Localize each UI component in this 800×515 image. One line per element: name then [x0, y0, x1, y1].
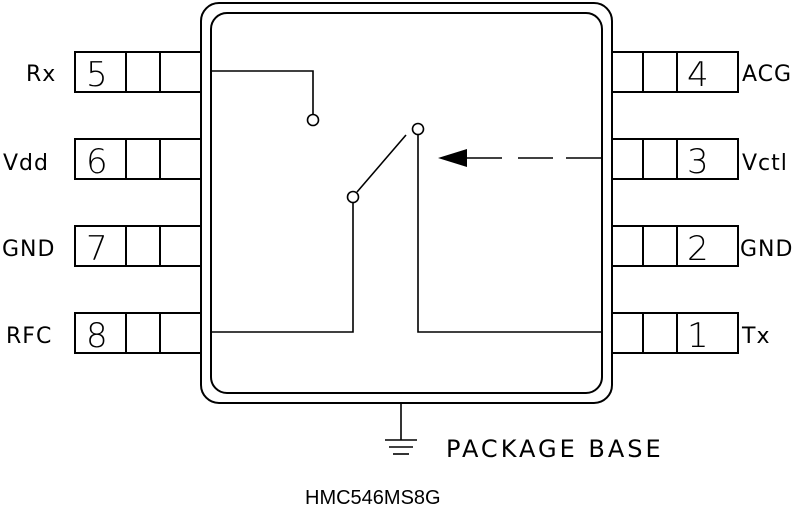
pin-4: 4 ACG — [611, 51, 792, 95]
package-body — [200, 2, 613, 404]
pin-7: 7 GND — [2, 225, 202, 269]
package-inner-outline — [210, 12, 603, 394]
arrowhead — [438, 149, 467, 167]
pin-1-lead — [611, 312, 739, 354]
pin-1: 1 Tx — [611, 312, 770, 356]
arrow-left-icon — [438, 149, 602, 167]
pin-2: 2 GND — [611, 225, 793, 269]
pin-7-label: GND — [2, 237, 55, 262]
rx-trace — [211, 70, 314, 114]
pin-8-label: RFC — [6, 324, 52, 349]
rx-contact — [306, 113, 320, 127]
pin-4-number: 4 — [687, 55, 709, 95]
spdt-switch-icon — [211, 70, 602, 333]
rfc-trace — [211, 203, 354, 333]
pin-8-lead — [74, 312, 202, 354]
pin-7-number: 7 — [86, 229, 108, 269]
pin-4-lead — [611, 51, 739, 93]
pin-3-number: 3 — [687, 142, 709, 182]
pin-1-number: 1 — [687, 316, 709, 356]
right-pins: 4 ACG 3 Vctl 2 GND 1 Tx — [611, 51, 793, 356]
pin-8-number: 8 — [86, 316, 108, 356]
pin-3: 3 Vctl — [611, 138, 788, 182]
pin-5-number: 5 — [86, 55, 108, 95]
package-outer-outline — [200, 2, 613, 404]
pin-5-lead — [74, 51, 202, 93]
tx-contact — [411, 122, 425, 136]
pin-6-lead — [74, 138, 202, 180]
pin-5: 5 Rx — [26, 51, 202, 95]
pin-6-number: 6 — [86, 142, 108, 182]
pin-1-label: Tx — [741, 324, 770, 349]
pin-8: 8 RFC — [6, 312, 202, 356]
pin-2-label: GND — [740, 237, 793, 262]
pin-6: 6 Vdd — [3, 138, 202, 182]
tx-trace — [417, 135, 602, 333]
pin-6-label: Vdd — [3, 151, 49, 176]
pin-3-lead — [611, 138, 739, 180]
pin-2-number: 2 — [687, 229, 709, 269]
ground-icon — [385, 403, 417, 455]
pin-2-lead — [611, 225, 739, 267]
pin-4-label: ACG — [742, 62, 792, 87]
left-pins: 5 Rx 6 Vdd 7 GND 8 RFC — [2, 51, 202, 356]
pin-5-label: Rx — [26, 62, 56, 87]
pin-3-label: Vctl — [742, 151, 788, 176]
package-base-label: PACKAGE BASE — [446, 435, 664, 463]
part-number-label: HMC546MS8G — [305, 487, 441, 509]
switch-arm — [356, 134, 407, 193]
common-contact — [346, 190, 360, 204]
pin-7-lead — [74, 225, 202, 267]
